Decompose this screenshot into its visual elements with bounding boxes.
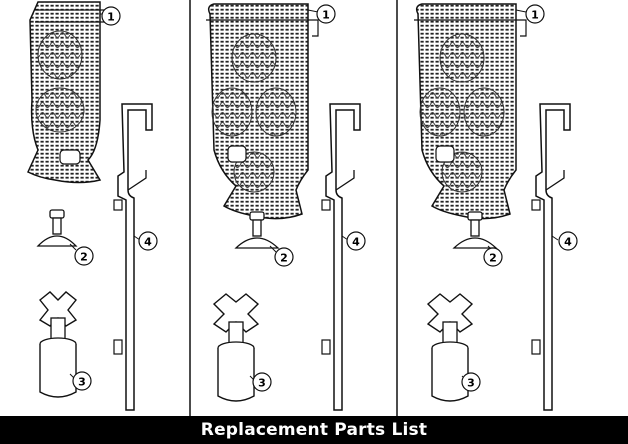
callout-3: 3 xyxy=(69,371,92,391)
svg-text:3: 3 xyxy=(258,377,266,390)
callout-1: 1 xyxy=(100,6,121,26)
suction-cup xyxy=(452,211,498,249)
impeller xyxy=(38,291,78,398)
callout-4: 4 xyxy=(551,231,578,251)
callout-2: 2 xyxy=(269,245,294,267)
panel-3: 1 2 3 4 xyxy=(414,3,578,411)
impeller xyxy=(212,293,260,402)
filter-cartridge xyxy=(414,3,527,220)
svg-text:4: 4 xyxy=(144,236,152,249)
callout-2: 2 xyxy=(69,243,94,266)
panel-2: 1 2 3 4 xyxy=(206,3,366,411)
callout-3: 3 xyxy=(249,372,272,392)
hang-on-bracket xyxy=(321,103,361,411)
svg-text:4: 4 xyxy=(564,236,572,249)
svg-text:2: 2 xyxy=(280,252,288,265)
parts-list-banner: Replacement Parts List xyxy=(0,416,628,444)
callout-4: 4 xyxy=(133,231,158,251)
svg-text:2: 2 xyxy=(489,252,497,265)
svg-text:1: 1 xyxy=(531,9,539,22)
panel-1: 1 2 3 4 xyxy=(27,1,158,411)
callout-4: 4 xyxy=(341,231,366,251)
svg-text:1: 1 xyxy=(107,11,115,24)
hang-on-bracket xyxy=(113,103,153,411)
svg-text:1: 1 xyxy=(322,9,330,22)
impeller xyxy=(426,293,474,402)
callout-3: 3 xyxy=(461,372,481,392)
suction-cup xyxy=(36,209,78,247)
svg-text:2: 2 xyxy=(80,251,88,264)
suction-cup xyxy=(234,211,280,249)
filter-cartridge xyxy=(27,1,109,184)
filter-cartridge xyxy=(206,3,319,220)
hang-on-bracket xyxy=(531,103,571,411)
callout-1: 1 xyxy=(515,4,545,24)
banner-title: Replacement Parts List xyxy=(200,420,428,440)
svg-text:4: 4 xyxy=(352,236,360,249)
callout-2: 2 xyxy=(483,245,503,267)
svg-text:3: 3 xyxy=(467,377,475,390)
svg-text:3: 3 xyxy=(78,376,86,389)
callout-1: 1 xyxy=(307,4,336,24)
